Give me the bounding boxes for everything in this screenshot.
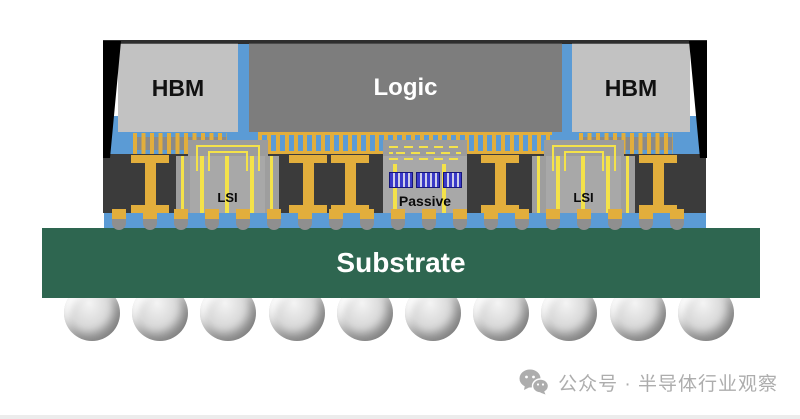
via-strip [621,156,635,213]
c4-bump [546,209,560,230]
rdl-traces-lsi-left [188,140,268,174]
tsv-via [556,156,560,213]
tsv-via [250,156,254,213]
hbm-right-label: HBM [604,74,658,101]
c4-bump [267,209,281,230]
hbm-chip-left: HBM [118,43,238,132]
tiv-pillar [481,155,519,213]
hbm-left-label: HBM [151,74,205,101]
tsv-via [581,156,585,213]
c4-bump [515,209,529,230]
via-strip [532,156,546,213]
c4-bump [639,209,653,230]
lsi-bridge-right: LSI [546,156,621,213]
c4-bump [484,209,498,230]
tsv-via [200,156,204,213]
logic-label: Logic [373,74,438,101]
passive-die: Passive [383,156,467,213]
lsi-bridge-left: LSI [190,156,265,213]
via-strip [265,156,279,213]
wechat-icon [519,369,550,395]
footer-divider [0,415,800,419]
c4-bump [670,209,684,230]
capacitor [389,172,413,188]
c4-bump [360,209,374,230]
tiv-pillar [331,155,369,213]
c4-bump [298,209,312,230]
tiv-pillar [639,155,677,213]
c4-bump [608,209,622,230]
tiv-pillar [289,155,327,213]
c4-bump [422,209,436,230]
tsv-via [225,156,229,213]
lsi-right-label: LSI [573,190,594,205]
c4-bump [453,209,467,230]
substrate-label: Substrate [336,247,466,278]
passive-label: Passive [398,193,452,209]
capacitor [443,172,462,188]
rdl-traces-passive [383,140,467,170]
rdl-mold-layer: LSI LSI Passive [103,154,706,213]
c4-bump [143,209,157,230]
hbm-chip-right: HBM [572,43,690,132]
passive-via [393,164,397,213]
watermark: 公众号 · 半导体行业观察 [519,367,778,397]
c4-bump [391,209,405,230]
rdl-traces-lsi-right [544,140,624,174]
watermark-text: 公众号 · 半导体行业观察 [558,373,778,395]
lsi-left-label: LSI [217,190,238,205]
c4-bump [577,209,591,230]
substrate: Substrate [42,228,760,298]
c4-bump [236,209,250,230]
c4-bump [329,209,343,230]
c4-bump [174,209,188,230]
tsv-via [606,156,610,213]
passive-via [442,164,446,213]
mold-top-edge [103,40,707,44]
via-strip [176,156,190,213]
tiv-pillar [131,155,169,213]
logic-chip: Logic [249,43,562,132]
capacitor [416,172,440,188]
c4-bump [112,209,126,230]
c4-bump [205,209,219,230]
